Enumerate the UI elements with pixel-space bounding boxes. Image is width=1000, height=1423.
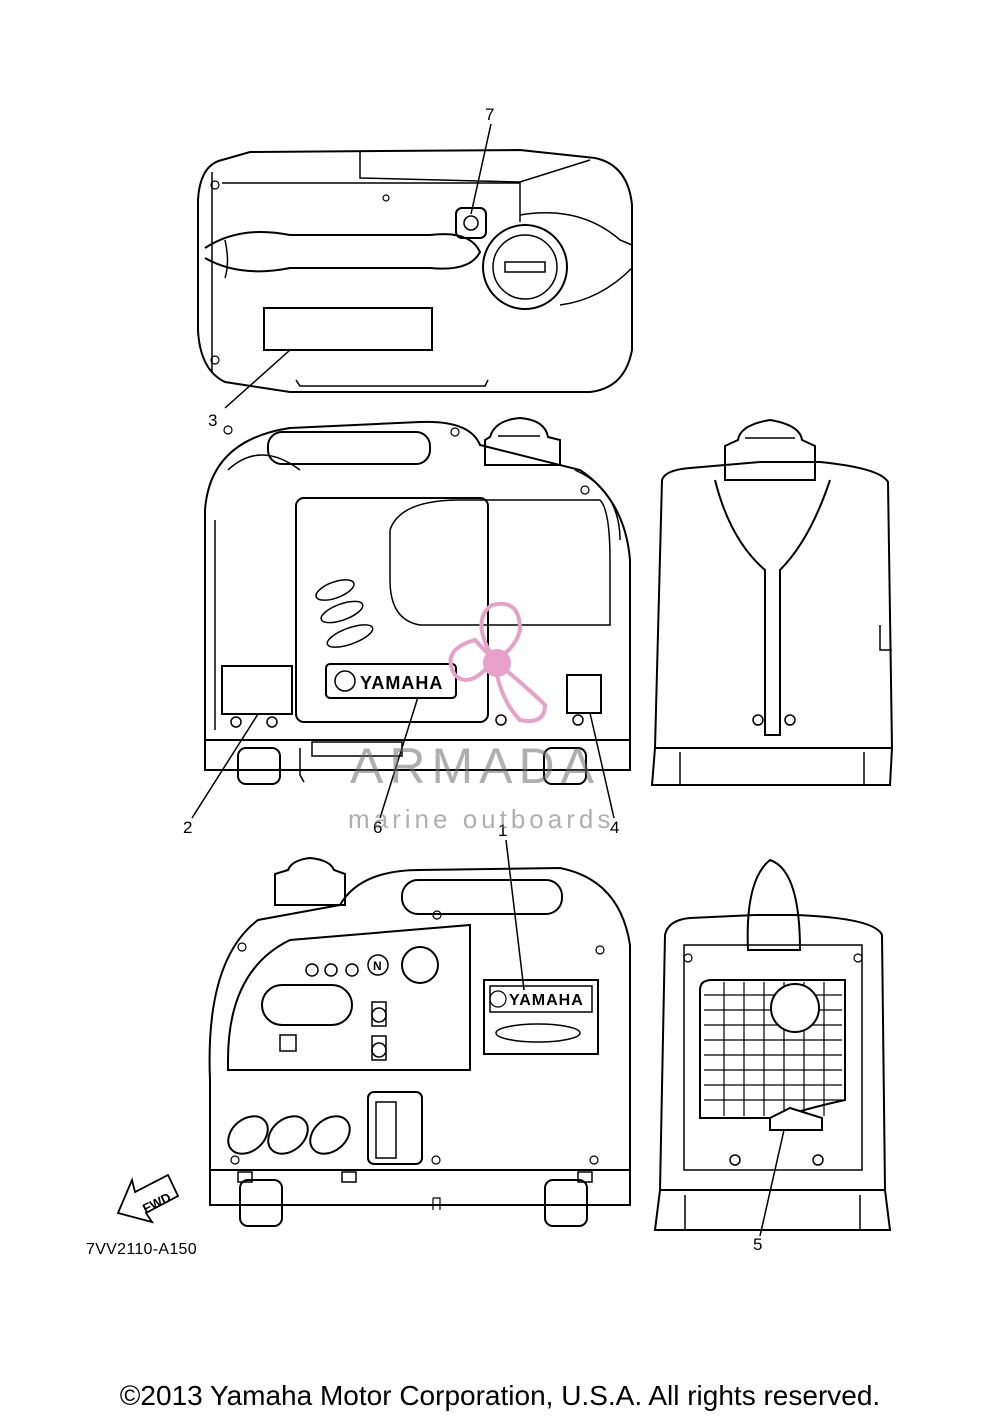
- watermark: ARMADA marine outboards: [348, 601, 614, 834]
- callout-7: 7: [485, 105, 494, 124]
- brand-logo-lower: [489, 990, 507, 1008]
- fwd-label: FWD: [140, 1190, 173, 1216]
- top-view: [197, 148, 633, 393]
- callout-6: 6: [373, 818, 382, 837]
- callout-3: 3: [208, 411, 217, 430]
- watermark-name: ARMADA: [350, 738, 600, 794]
- propeller-logo: [448, 601, 548, 723]
- callout-2: 2: [183, 818, 192, 837]
- fwd-arrow-icon: FWD: [116, 1173, 180, 1224]
- watermark-tagline: marine outboards: [348, 804, 614, 834]
- side-view-middle: [204, 416, 631, 785]
- callout-1: 1: [498, 821, 507, 840]
- diagram-code: 7VV2110-A150: [86, 1241, 197, 1258]
- copyright-notice: ©2013 Yamaha Motor Corporation, U.S.A. A…: [119, 1380, 881, 1411]
- end-view-lower: [653, 858, 892, 1231]
- callout-4: 4: [610, 818, 619, 837]
- brand-plate-lower: YAMAHA: [509, 992, 584, 1009]
- end-view-middle: [650, 418, 894, 786]
- side-view-lower: [208, 856, 631, 1227]
- brand-plate-mid: YAMAHA: [360, 673, 443, 693]
- knob-letter: N: [373, 959, 382, 973]
- callout-5: 5: [753, 1235, 762, 1254]
- leader-lines: [191, 123, 785, 1237]
